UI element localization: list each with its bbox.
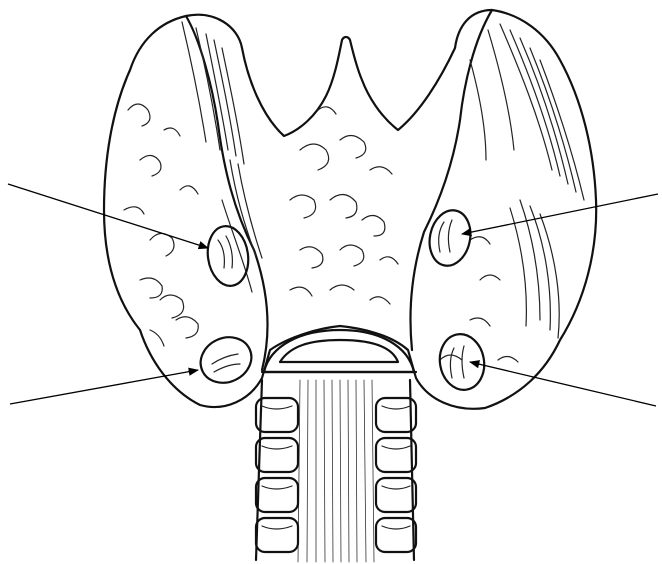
pointer-upper-right — [462, 194, 658, 234]
parathyroid-glands — [193, 206, 488, 393]
isthmus-texture — [290, 107, 398, 304]
cartilage-bar — [262, 330, 416, 372]
parathyroid-lower-right — [435, 331, 488, 394]
pointer-lower-left — [10, 370, 198, 404]
thyroid-gland — [104, 10, 596, 409]
parathyroid-upper-left — [204, 224, 252, 289]
left-lobe-striations — [182, 22, 262, 292]
pointer-lower-right — [470, 362, 656, 406]
parathyroid-lower-left — [193, 329, 259, 391]
tracheal-rings-left — [256, 398, 298, 552]
trachea — [256, 380, 416, 562]
right-lobe-texture — [440, 237, 518, 362]
pointer-upper-left — [8, 184, 208, 248]
